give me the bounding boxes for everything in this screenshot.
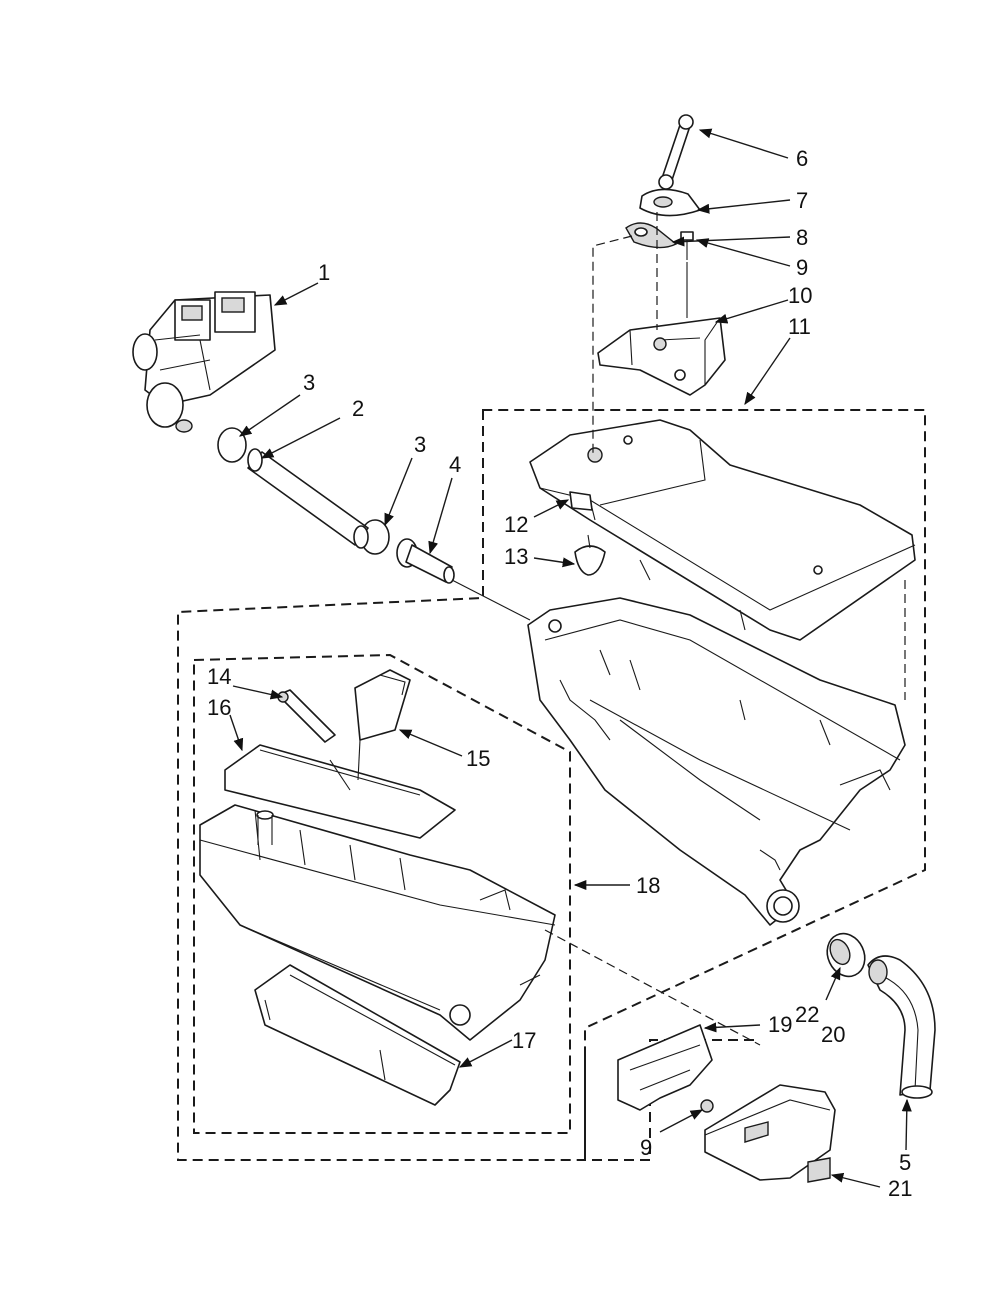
callout-10: 10 bbox=[788, 283, 812, 308]
alignment-line-drawer-to-cover bbox=[544, 929, 761, 1046]
leader-21 bbox=[830, 1172, 881, 1188]
cam-part-7 bbox=[639, 188, 701, 217]
switch-housing-part-10 bbox=[597, 317, 726, 396]
filter-part-21 bbox=[807, 1157, 831, 1183]
callout-7: 7 bbox=[796, 188, 808, 213]
leader-15 bbox=[398, 729, 463, 757]
leader-13 bbox=[533, 557, 576, 568]
callout-20: 20 bbox=[821, 1022, 845, 1047]
fitting-part-22 bbox=[826, 932, 866, 978]
leader-11 bbox=[744, 337, 791, 406]
leader-6 bbox=[698, 128, 789, 159]
elbow-hose-part-5 bbox=[867, 955, 936, 1099]
bracket-part-19 bbox=[617, 1024, 713, 1111]
callout-8: 8 bbox=[796, 225, 808, 250]
lever-part-6 bbox=[658, 114, 694, 190]
callout-13: 13 bbox=[504, 544, 528, 569]
nozzle-part-4 bbox=[396, 538, 455, 584]
callout-6: 6 bbox=[796, 146, 808, 171]
tab-part-12 bbox=[569, 491, 593, 511]
leader-3-right bbox=[384, 457, 413, 527]
leader-1 bbox=[273, 282, 319, 306]
callout-1: 1 bbox=[318, 260, 330, 285]
drawer-lid-part-16 bbox=[224, 744, 456, 839]
callout-3-right: 3 bbox=[414, 432, 426, 457]
leader-9-lower bbox=[659, 1109, 704, 1133]
leader-19 bbox=[703, 1022, 761, 1033]
callout-22: 22 bbox=[795, 1002, 819, 1027]
leader-2 bbox=[260, 417, 341, 459]
callout-14: 14 bbox=[207, 664, 231, 689]
leader-16 bbox=[229, 714, 244, 752]
dispenser-drawer bbox=[199, 804, 556, 1041]
leader-4 bbox=[428, 477, 453, 555]
callout-5: 5 bbox=[899, 1150, 911, 1175]
leader-14 bbox=[232, 685, 284, 700]
callout-19: 19 bbox=[768, 1012, 792, 1037]
leader-3-left bbox=[238, 394, 301, 437]
actuator-part-14 bbox=[277, 689, 336, 743]
callout-3-left: 3 bbox=[303, 370, 315, 395]
connector-line-15 bbox=[357, 739, 361, 781]
group-outline-18 bbox=[193, 653, 571, 1134]
inlet-hose-part-2 bbox=[247, 448, 369, 549]
callout-15: 15 bbox=[466, 746, 490, 771]
callout-11: 11 bbox=[788, 314, 811, 339]
screw-part-9-lower bbox=[700, 1099, 714, 1113]
callout-17: 17 bbox=[512, 1028, 536, 1053]
leader-17 bbox=[458, 1039, 513, 1068]
water-valve-part-1 bbox=[132, 291, 276, 433]
callout-2: 2 bbox=[352, 396, 364, 421]
leader-22 bbox=[825, 966, 841, 1001]
leader-12 bbox=[533, 499, 570, 518]
callout-16: 16 bbox=[207, 695, 231, 720]
leader-8 bbox=[671, 236, 791, 247]
leader-7 bbox=[696, 199, 791, 214]
callout-18: 18 bbox=[636, 873, 660, 898]
callout-12: 12 bbox=[504, 512, 528, 537]
callout-9-upper: 9 bbox=[796, 255, 808, 280]
float-part-13 bbox=[574, 534, 606, 576]
flap-part-15 bbox=[354, 669, 411, 741]
screw-part-9-upper bbox=[680, 231, 694, 260]
callout-21: 21 bbox=[888, 1176, 912, 1201]
leader-5 bbox=[901, 1098, 912, 1151]
gasket-part-8 bbox=[625, 222, 678, 249]
leader-9-upper bbox=[695, 238, 791, 267]
leader-10 bbox=[714, 299, 789, 324]
connector-line-4-to-housing bbox=[451, 579, 531, 621]
cover-part-20 bbox=[704, 1084, 836, 1181]
dispenser-housing bbox=[527, 597, 906, 926]
callout-9-lower: 9 bbox=[640, 1135, 652, 1160]
hose-clamp-part-3-left bbox=[217, 427, 247, 463]
tray-part-17 bbox=[254, 964, 461, 1106]
callout-4: 4 bbox=[449, 452, 461, 477]
